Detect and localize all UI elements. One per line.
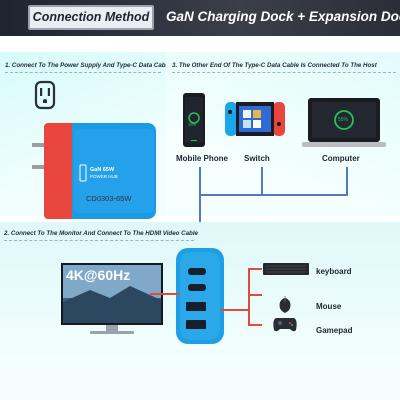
step-2-underline [4,240,194,241]
usb-cable-keyboard [248,268,262,270]
step-1-label: 1. Connect To The Power Supply And Type-… [5,62,171,69]
nintendo-switch-icon [225,102,285,136]
keyboard-icon [263,263,309,275]
usb-cable-mouse [248,294,262,296]
cable-phone [199,167,201,195]
phone-battery-text: 35% [188,122,197,127]
laptop-battery-text: 55% [338,117,349,123]
panel-power-supply: 1. Connect To The Power Supply And Type-… [0,52,171,219]
laptop-computer-icon [302,98,386,147]
usb-bus [248,268,250,326]
usb-cable-gamepad [248,324,262,326]
section-tag: Connection Method [28,5,154,30]
monitor-resolution: 4K@60Hz [66,267,131,283]
wall-outlet-icon [34,80,56,110]
usb-cable [220,309,250,311]
charger-label-top: GaN 65W [90,167,115,173]
step-3-label: 3. The Other End Of The Type-C Data Cabl… [172,62,377,69]
switch-label: Switch [244,154,270,163]
panel-monitor-peripherals: 2. Connect To The Monitor And Connect To… [0,222,400,400]
header-bar: Connection Method GaN Charging Dock + Ex… [0,0,400,36]
gamepad-icon [273,318,297,332]
cable-computer [346,167,348,195]
cable-switch [261,167,263,195]
mobile-phone-label: Mobile Phone [176,154,228,163]
keyboard-label: keyboard [316,267,352,276]
cable-to-dock [199,194,201,246]
hdmi-cable [150,293,180,295]
charger-model: CD0303-65W [86,194,132,203]
step-2-label: 2. Connect To The Monitor And Connect To… [4,230,198,237]
monitor-icon [61,263,163,334]
page-title: GaN Charging Dock + Expansion Dock [166,9,400,24]
mobile-phone-icon [183,93,205,147]
panel-host-devices: 3. The Other End Of The Type-C Data Cabl… [166,52,400,216]
gamepad-label: Gamepad [316,326,353,335]
mouse-label: Mouse [316,302,342,311]
step-1-underline [5,72,161,73]
section-tag-text: Connection Method [32,10,150,24]
charger-label-bottom: POWER HUB [90,174,118,179]
expansion-dock-image [176,248,224,344]
computer-label: Computer [322,154,360,163]
gan-charger-image [32,123,156,219]
step-3-underline [172,72,396,73]
mouse-icon [279,296,291,313]
cable-bus [199,194,348,196]
